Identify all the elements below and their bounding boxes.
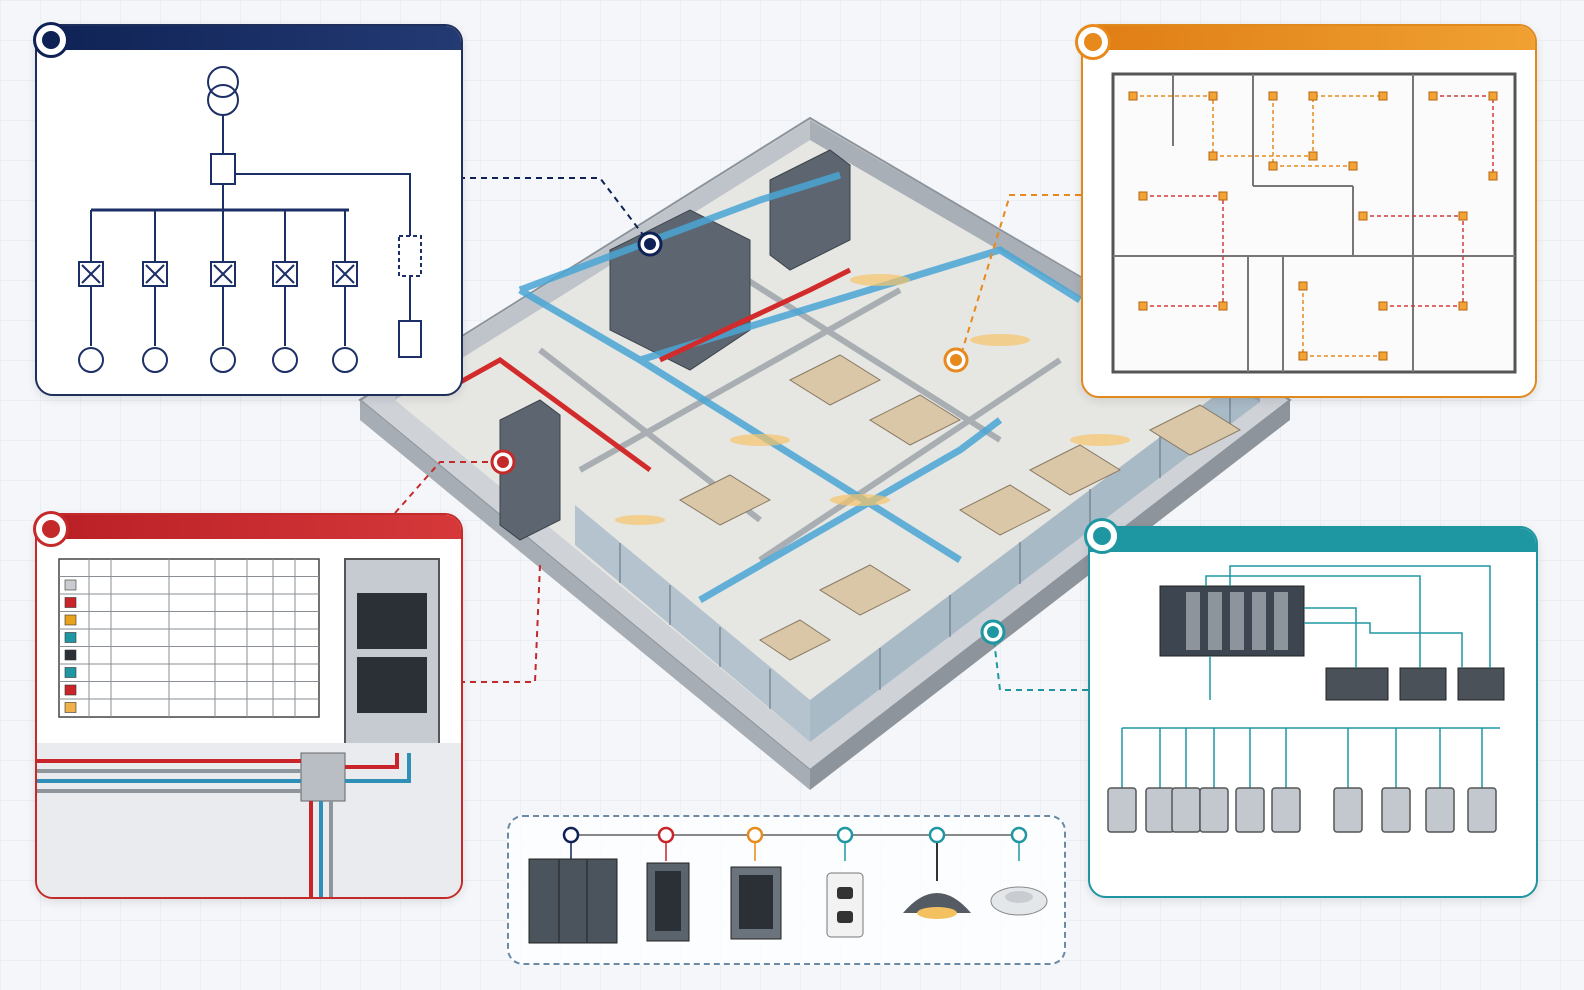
device-symbol [1378,351,1388,361]
fan-icon [1467,787,1497,833]
single-line-diagram-panel [35,24,463,396]
junction-box-icon [300,752,346,802]
legend-node [562,826,580,844]
device-symbol [1208,151,1218,161]
terminal-block-icon [1399,667,1447,701]
electrical-floor-plan [1111,72,1517,374]
smoke-detector-icon [990,886,1048,916]
device-symbol [1458,301,1468,311]
control-wiring-panel [1088,526,1538,898]
device-symbol [1218,191,1228,201]
load-icon [272,347,298,373]
callout-marker-single-line [33,22,69,58]
panel-schedule-and-conduit [37,558,461,897]
legend-node [928,826,946,844]
control-wiring-diagram [1107,565,1505,833]
device-symbol [1208,91,1218,101]
switchgear-icon [528,858,618,944]
terminal-block-icon [1325,667,1389,701]
distribution-legend [507,815,1066,965]
circuit-run [1133,95,1383,157]
schedule-table [58,558,320,718]
callout-marker-floor-plan [1075,24,1111,60]
panel-header-bar [1090,528,1536,552]
distribution-panel-icon [646,862,690,942]
circuit-color-swatch [64,649,77,661]
panel-header-bar [37,515,461,539]
legend-node [1010,826,1028,844]
circuit-color-swatch [64,597,77,608]
load-icon [142,347,168,373]
sensor-icon [1171,787,1201,833]
sensor-icon [1145,787,1175,833]
device-symbol [1378,91,1388,101]
valve-icon [1271,787,1301,833]
feeder-branch [78,210,104,373]
device-symbol [1308,151,1318,161]
feeder-branch [142,210,168,373]
thermostat-icon [1107,787,1137,833]
callout-marker-controls [1084,518,1120,554]
circuit-color-swatch [64,614,77,626]
circuit-color-swatch [64,702,77,713]
damper-icon [1381,787,1411,833]
device-symbol [1488,91,1498,101]
device-symbol [1378,301,1388,311]
controller-icon [1235,787,1265,833]
sub-panel-icon [730,866,782,940]
single-line-diagram [78,66,422,373]
device-symbol [1298,281,1308,291]
circuit-run [1143,195,1224,307]
transformer-icon [207,66,239,98]
device-symbol [1488,171,1498,181]
feeder-branch [332,210,358,373]
relay-icon [1199,787,1229,833]
switch-icon [1425,787,1455,833]
device-symbol [1298,351,1308,361]
device-symbol [1458,211,1468,221]
device-symbol [1138,191,1148,201]
legend-node [657,826,675,844]
panel-schedule-panel [35,513,463,899]
device-symbol [1128,91,1138,101]
ats-switch-icon [210,153,236,185]
load-icon [78,347,104,373]
device-symbol [1218,301,1228,311]
circuit-color-swatch [64,632,77,643]
circuit-color-swatch [64,579,77,591]
feeder-branch [210,210,236,373]
device-symbol [1428,91,1438,101]
device-symbol [1348,161,1358,171]
load-icon [332,347,358,373]
device-symbol [1268,161,1278,171]
pendant-light-icon [903,843,971,919]
receptacle-icon [826,872,864,938]
terminal-block-icon [1457,667,1505,701]
legend-node [746,826,764,844]
device-symbol [1358,211,1368,221]
device-symbol [1268,91,1278,101]
panel-header-bar [1083,26,1535,50]
circuit-run [1363,215,1464,307]
legend-node [836,826,854,844]
load-icon [210,347,236,373]
device-symbol [1138,301,1148,311]
callout-marker-panel-schedule [33,511,69,547]
panel-header-bar [37,26,461,50]
panelboard-icon [344,558,440,754]
meter-icon [1333,787,1363,833]
device-symbol [1308,91,1318,101]
circuit-color-swatch [64,667,77,678]
circuit-color-swatch [64,684,77,696]
electrical-floor-plan-panel [1081,24,1537,398]
feeder-branch [272,210,298,373]
